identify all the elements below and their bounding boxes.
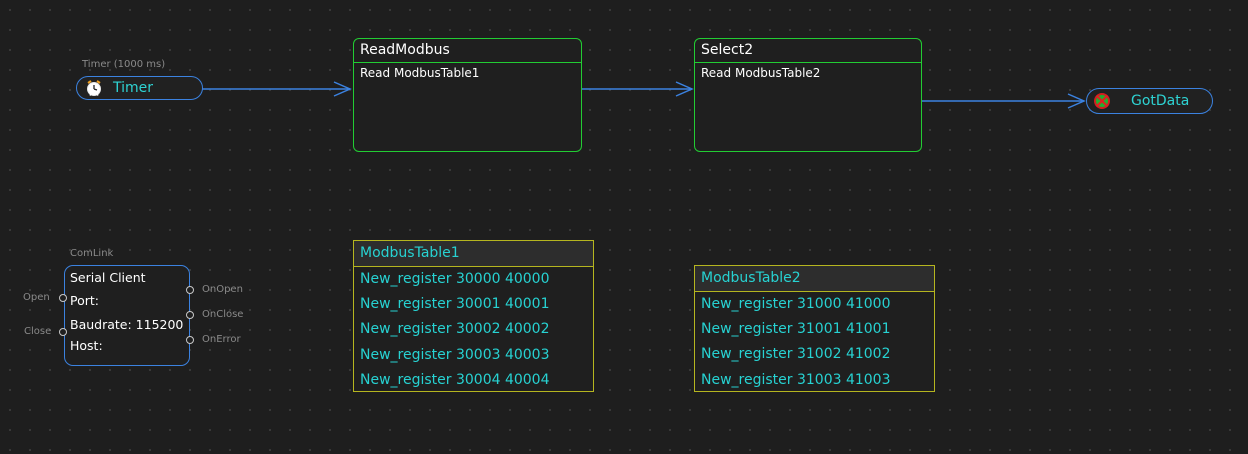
state-select2[interactable]: Select2 Read ModbusTable2 xyxy=(694,38,922,152)
arrowhead-gotdata xyxy=(1067,93,1086,109)
table-row[interactable]: New_register 30000 40000 xyxy=(360,271,550,287)
state-readmodbus-action: Read ModbusTable1 xyxy=(360,66,480,80)
comlink-title: Serial Client xyxy=(70,270,146,285)
close-input-port[interactable] xyxy=(59,328,67,336)
onclose-output-port[interactable] xyxy=(186,311,194,319)
table-row[interactable]: New_register 30004 40004 xyxy=(360,371,550,388)
timer-label: Timer xyxy=(113,80,154,96)
modbus-table-2[interactable]: ModbusTable2 New_register 31000 41000 Ne… xyxy=(694,265,935,392)
comlink-baudrate: Baudrate: 115200 xyxy=(70,317,184,332)
table-row[interactable]: New_register 31000 41000 xyxy=(701,296,891,312)
alarm-clock-icon xyxy=(87,80,101,96)
final-state-icon xyxy=(1094,93,1110,109)
timer-node[interactable]: Timer xyxy=(76,76,203,100)
onopen-output-port[interactable] xyxy=(186,286,194,294)
comlink-caption: ComLink xyxy=(70,248,114,259)
onerror-port-label: OnError xyxy=(202,334,241,345)
table-row[interactable]: New_register 30003 40003 xyxy=(360,346,550,363)
final-gotdata-label: GotData xyxy=(1131,93,1190,109)
table-row[interactable]: New_register 31001 41001 xyxy=(701,321,891,338)
state-select2-title: Select2 xyxy=(695,39,921,63)
table-row[interactable]: New_register 31002 41002 xyxy=(701,346,891,363)
open-input-port[interactable] xyxy=(59,294,67,302)
state-readmodbus-title: ReadModbus xyxy=(354,39,581,63)
modbus-table-2-title: ModbusTable2 xyxy=(695,266,934,292)
final-gotdata-node[interactable]: GotData xyxy=(1086,88,1213,114)
comlink-port: Port: xyxy=(70,293,99,308)
close-port-label: Close xyxy=(24,326,52,337)
onerror-output-port[interactable] xyxy=(186,336,194,344)
comlink-host: Host: xyxy=(70,338,103,353)
onopen-port-label: OnOpen xyxy=(202,284,243,295)
table-row[interactable]: New_register 31003 41003 xyxy=(701,371,891,388)
comlink-serial-client[interactable]: Serial Client Port: Baudrate: 115200 Hos… xyxy=(64,265,190,366)
open-port-label: Open xyxy=(23,292,50,303)
onclose-port-label: OnClose xyxy=(202,309,244,320)
timer-caption: Timer (1000 ms) xyxy=(82,59,166,70)
arrowhead-readmodbus xyxy=(333,81,352,97)
state-select2-action: Read ModbusTable2 xyxy=(701,66,821,80)
modbus-table-1-title: ModbusTable1 xyxy=(354,241,593,267)
state-readmodbus[interactable]: ReadModbus Read ModbusTable1 xyxy=(353,38,582,152)
modbus-table-1[interactable]: ModbusTable1 New_register 30000 40000 Ne… xyxy=(353,240,594,392)
table-row[interactable]: New_register 30002 40002 xyxy=(360,321,550,338)
arrowhead-select2 xyxy=(675,81,694,97)
table-row[interactable]: New_register 30001 40001 xyxy=(360,296,550,313)
